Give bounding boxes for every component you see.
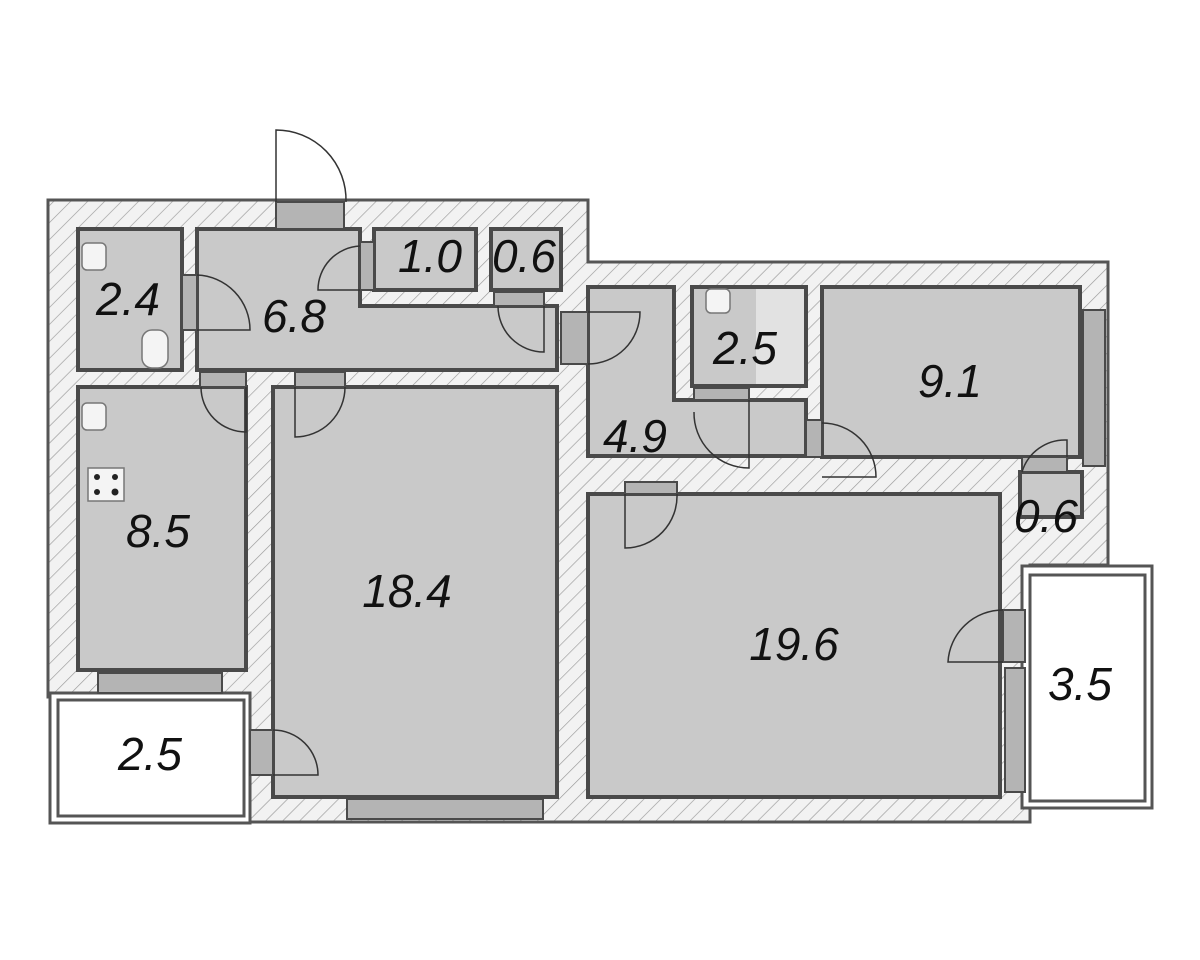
- area-label-kitchen: 8.5: [126, 505, 190, 557]
- area-label-closet-2: 0.6: [492, 230, 556, 282]
- sink-icon: [81, 242, 107, 271]
- room-corridor: [586, 285, 808, 458]
- area-label-balcony-left: 2.5: [117, 728, 182, 780]
- area-label-living: 18.4: [362, 565, 452, 617]
- area-label-corridor: 4.9: [603, 410, 667, 462]
- room-hall: [195, 227, 559, 372]
- area-label-hall: 6.8: [262, 290, 326, 342]
- stove-icon: [87, 467, 125, 502]
- area-label-closet-1: 1.0: [398, 230, 462, 282]
- room-living: [271, 385, 559, 799]
- room-closet-1: [372, 227, 478, 292]
- kitchen-sink-icon: [81, 402, 107, 431]
- balcony-right: [1020, 564, 1154, 810]
- area-label-bedroom-large: 19.6: [749, 618, 839, 670]
- room-bedroom-large: [586, 492, 1002, 799]
- area-label-bath: 2.5: [712, 322, 777, 374]
- bath-sink-icon: [705, 288, 731, 314]
- room-closet-2: [489, 227, 563, 292]
- area-label-closet-3: 0.6: [1014, 490, 1078, 542]
- area-label-balcony-right: 3.5: [1048, 658, 1112, 710]
- bathtub: [756, 289, 804, 384]
- toilet-icon: [141, 329, 169, 369]
- area-label-bedroom-small: 9.1: [918, 355, 982, 407]
- room-bedroom-small: [820, 285, 1082, 459]
- room-kitchen: [76, 385, 248, 672]
- area-label-wc: 2.4: [95, 273, 160, 325]
- balcony-left: [48, 691, 252, 825]
- doors: [97, 129, 1106, 820]
